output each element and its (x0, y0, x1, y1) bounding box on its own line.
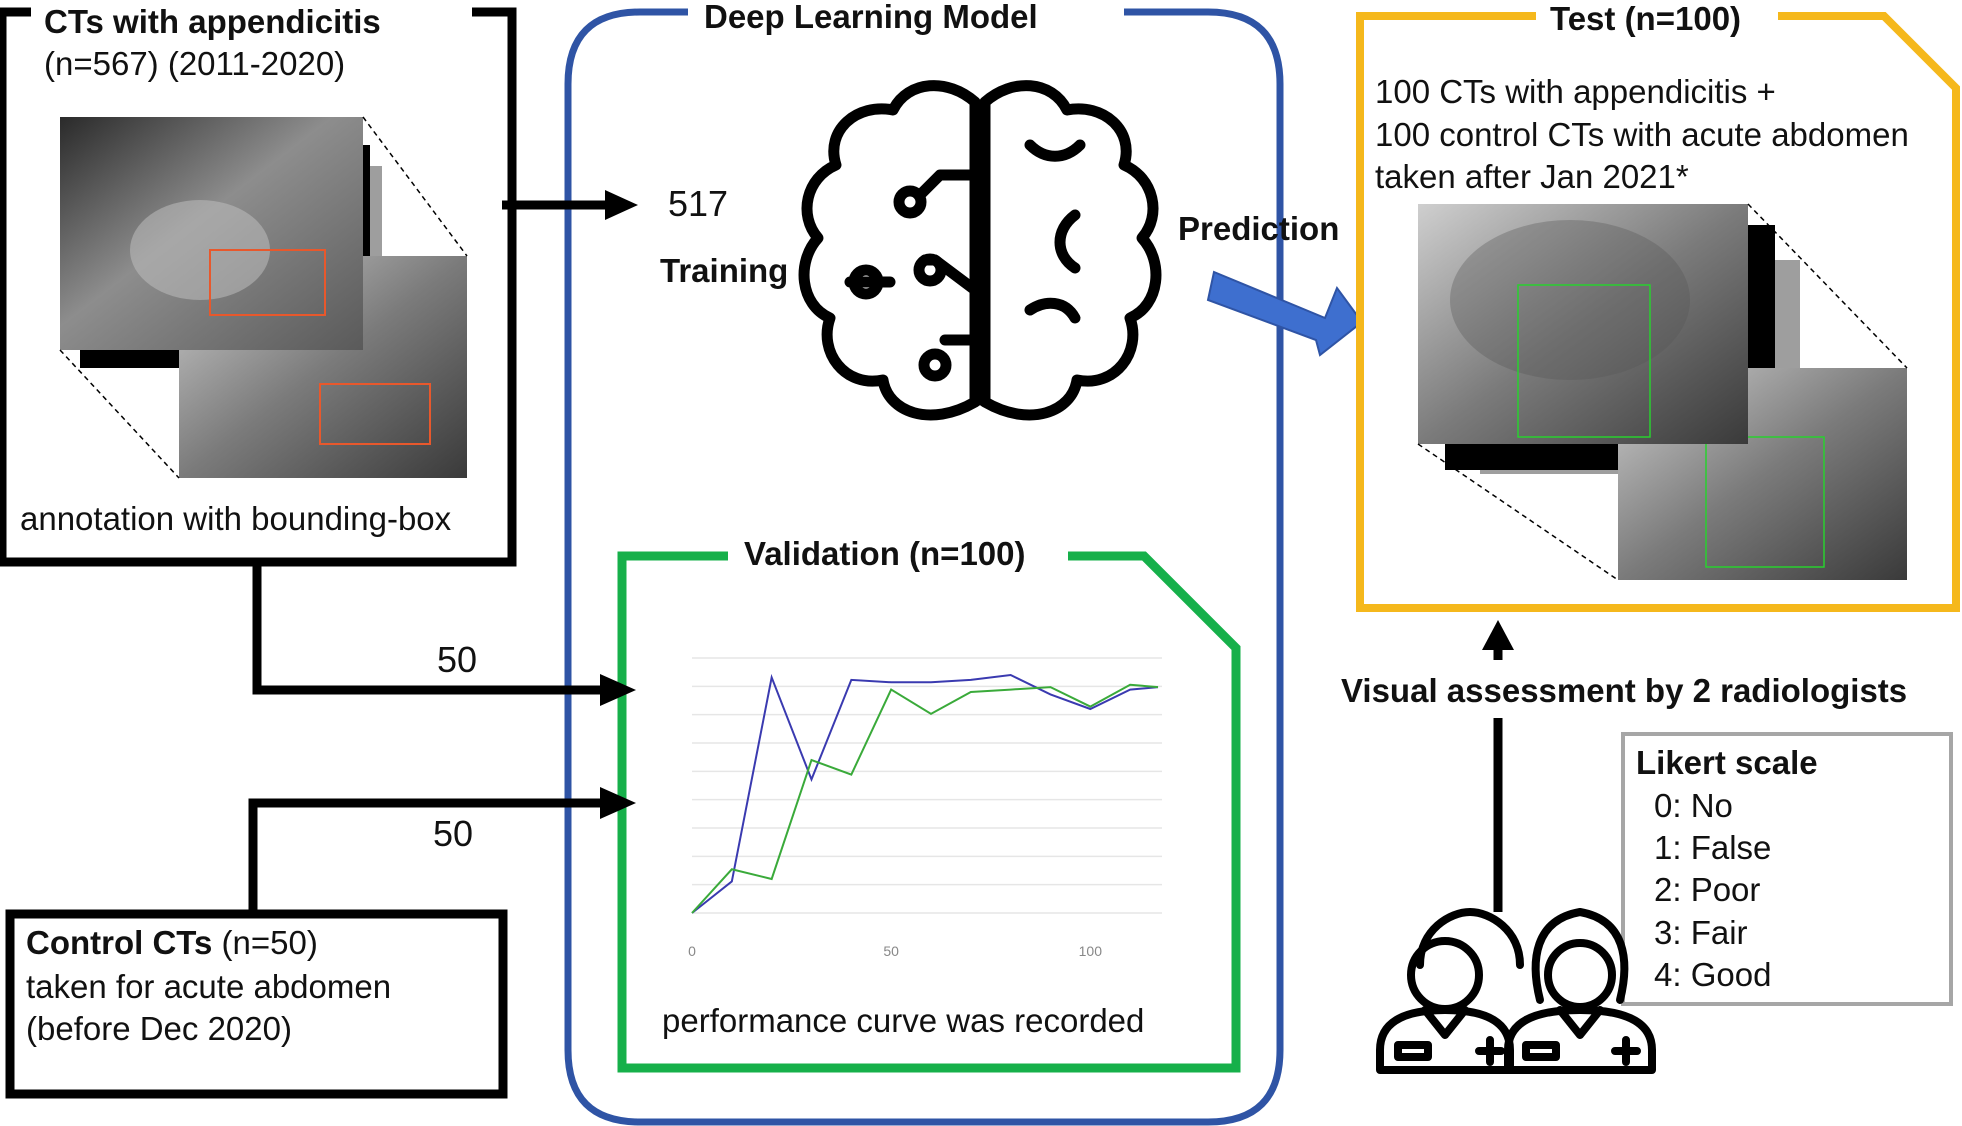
appendicitis-ct-stack (59, 116, 468, 479)
control-count: (n=50) (212, 924, 318, 961)
control-title-line: Control CTs (n=50) (26, 926, 318, 959)
control-box (5, 909, 508, 1099)
x-tick-label: 100 (1079, 943, 1103, 959)
x-tick-label: 0 (688, 943, 696, 959)
bounding-box-green-front (1517, 284, 1651, 438)
control-line3: (before Dec 2020) (26, 1010, 292, 1047)
test-ct-stack (1417, 203, 1908, 581)
control-line2: taken for acute abdomen (26, 968, 392, 1005)
likert-item: 3: Fair (1654, 914, 1748, 951)
training-label: Training (660, 252, 789, 289)
validation-count-control: 50 (433, 813, 474, 854)
doctors-icon (1376, 908, 1656, 1074)
arrow-to-training (502, 190, 638, 220)
likert-item: 0: No (1654, 787, 1733, 824)
likert-item: 1: False (1654, 829, 1772, 866)
test-line2: 100 control CTs with acute abdomen (1375, 116, 1909, 153)
model-title: Deep Learning Model (704, 0, 1038, 35)
series-line-1 (691, 673, 1159, 914)
control-title: Control CTs (26, 924, 213, 961)
validation-title: Validation (n=100) (744, 535, 1026, 572)
model-box (564, 8, 1284, 1126)
validation-box (617, 551, 1241, 1073)
brain-center-dot (974, 244, 986, 256)
bounding-box-green-back (1705, 436, 1825, 568)
likert-item: 4: Good (1654, 956, 1772, 993)
bounding-box-red-front (209, 249, 326, 316)
x-tick-label: 50 (883, 943, 899, 959)
appendicitis-caption: annotation with bounding-box (20, 500, 452, 537)
appendicitis-subtitle: (n=567) (2011-2020) (44, 45, 346, 82)
arrow-appendicitis-to-validation (252, 562, 636, 706)
test-line3: taken after Jan 2021* (1375, 158, 1689, 195)
bounding-box-red-back (319, 383, 431, 445)
training-count: 517 (668, 183, 729, 224)
validation-count-appendicitis: 50 (437, 639, 478, 680)
test-box (1356, 12, 1960, 612)
prediction-label: Prediction (1178, 210, 1340, 247)
likert-item: 2: Poor (1654, 871, 1761, 908)
likert-box (1621, 732, 1953, 1006)
assessment-label: Visual assessment by 2 radiologists (1335, 674, 1914, 707)
test-line1: 100 CTs with appendicitis + (1375, 73, 1776, 110)
prediction-arrow (1206, 270, 1364, 357)
likert-title: Likert scale (1636, 744, 1818, 781)
arrow-assessment-to-test (1482, 620, 1514, 912)
performance-chart: 0 50 100 (688, 657, 1162, 959)
test-title: Test (n=100) (1550, 0, 1742, 37)
series-line-2 (691, 683, 1159, 914)
test-ct-front (1418, 204, 1748, 444)
appendicitis-title: CTs with appendicitis (44, 3, 381, 40)
validation-caption: performance curve was recorded (662, 1002, 1145, 1039)
arrow-control-to-validation (248, 787, 636, 912)
